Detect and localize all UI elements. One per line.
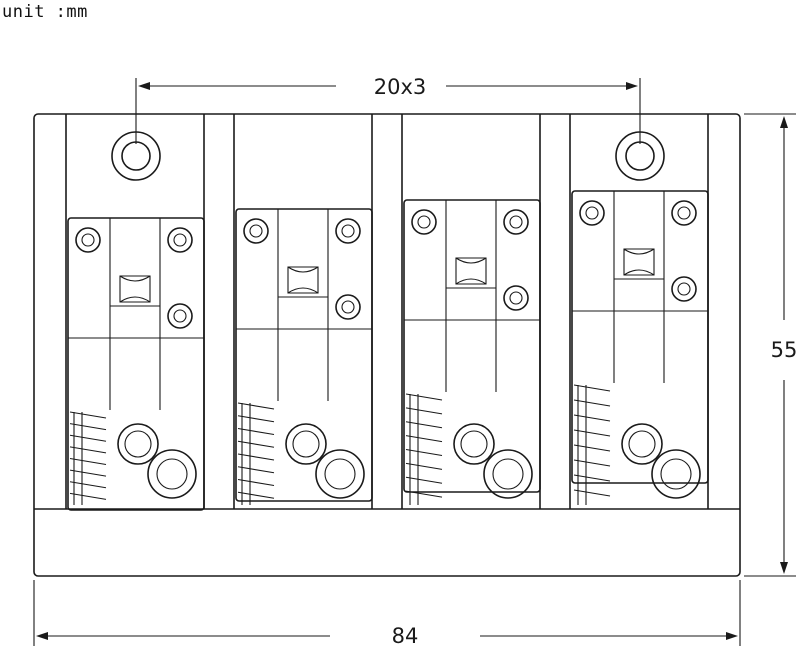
saddle-1 xyxy=(67,217,205,511)
saddle-2 xyxy=(235,208,373,505)
saddle-group xyxy=(65,114,709,511)
dimension-width: 84 xyxy=(33,580,741,648)
saddle-4 xyxy=(571,190,709,505)
dimension-height: 55 xyxy=(744,113,798,577)
dimension-spacing: 20x3 xyxy=(135,75,641,144)
saddle-3 xyxy=(403,199,541,505)
dimension-height-label: 55 xyxy=(771,338,798,362)
dimension-width-label: 84 xyxy=(392,624,419,648)
base-plate xyxy=(33,113,741,577)
unit-label: unit :mm xyxy=(2,2,88,22)
dimension-spacing-label: 20x3 xyxy=(374,75,427,99)
